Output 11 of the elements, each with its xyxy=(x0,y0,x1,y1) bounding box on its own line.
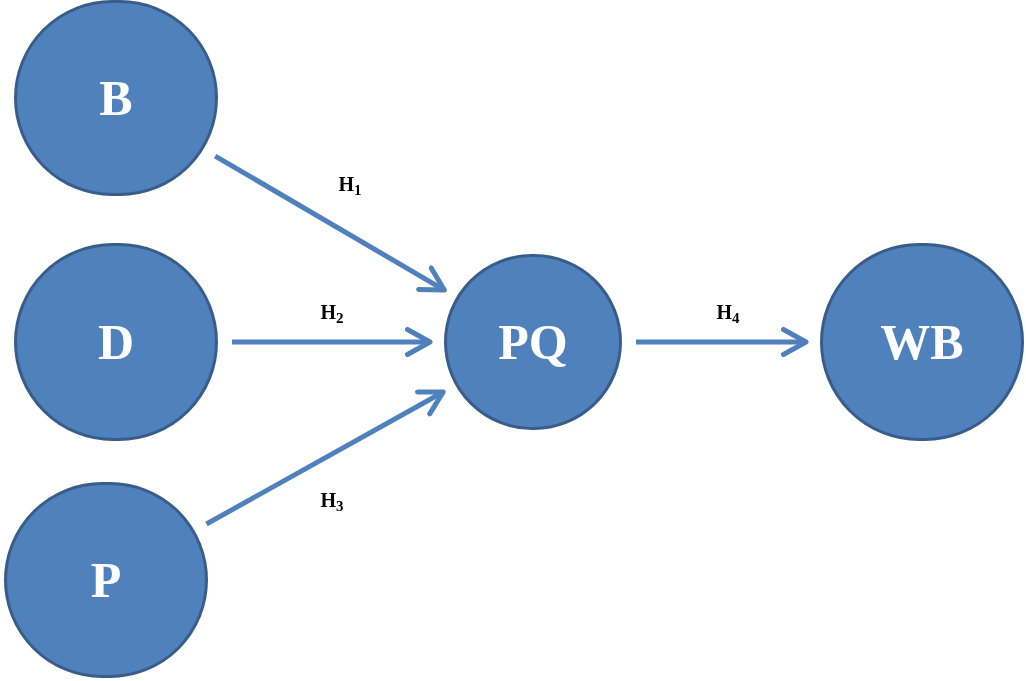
arrow xyxy=(232,327,433,357)
node-label: PQ xyxy=(498,317,568,367)
edge-label: H$_{2}$ xyxy=(320,300,344,327)
node-label: B xyxy=(99,73,133,123)
node-label: WB xyxy=(880,317,964,367)
edge-label: H$_{1}$ xyxy=(338,172,362,199)
edge-label: H$_{4}$ xyxy=(716,300,740,327)
node-label: P xyxy=(90,555,122,605)
node-label: D xyxy=(97,317,135,367)
edge-label: H$_{3}$ xyxy=(320,488,344,515)
arrow xyxy=(636,327,809,357)
